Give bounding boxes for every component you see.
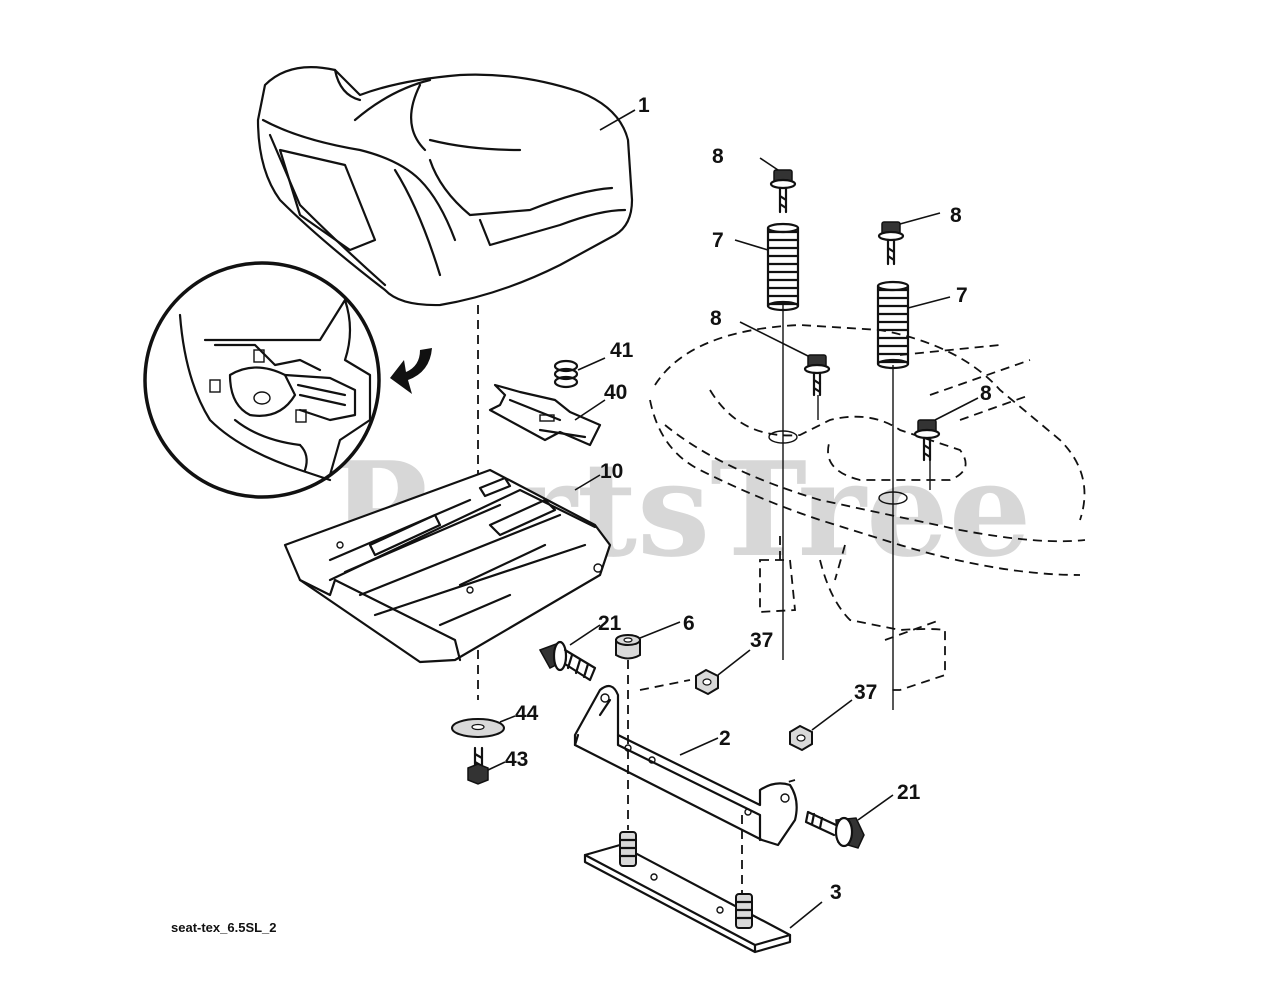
callout-40: 40 [604,381,627,404]
callout-3: 3 [830,881,842,904]
part-43-screw [467,746,489,785]
callout-44: 44 [515,702,539,725]
part-3-plate [583,831,792,954]
detail-view [143,261,381,499]
callout-8: 8 [712,145,724,168]
callout-21: 21 [598,612,622,635]
callout-8: 8 [710,307,722,330]
part-10-seat-pan [283,468,612,664]
part-41-spring [553,359,579,389]
callout-7: 7 [712,229,724,252]
callout-41: 41 [610,339,634,362]
part-44-washer [451,718,505,738]
part-8-bolt-a [769,169,797,214]
part-21-bolt-right [804,810,865,849]
part-40-bracket [488,383,602,447]
seat [256,66,634,307]
callout-8: 8 [950,204,962,227]
callout-37: 37 [854,681,877,704]
callout-7: 7 [956,284,968,307]
callout-37: 37 [750,629,773,652]
part-21-bolt-left [538,640,597,682]
diagram-caption: seat-tex_6.5SL_2 [171,920,277,935]
part-8-bolt-c [803,354,831,397]
callout-10: 10 [600,460,623,483]
part-37-nut-b [789,724,813,752]
frame-outline [649,324,1086,691]
callout-6: 6 [683,612,695,635]
callout-43: 43 [505,748,528,771]
part-8-bolt-b [877,221,905,266]
part-2-bracket [573,684,798,847]
part-8-bolt-d [913,419,941,462]
callout-8: 8 [980,382,992,405]
part-7-spring-a [766,222,800,312]
callout-21: 21 [897,781,921,804]
callout-1: 1 [638,94,650,117]
part-6-bushing [615,634,641,660]
part-37-nut-a [695,668,719,696]
callout-2: 2 [719,727,731,750]
part-7-spring-b [876,280,910,370]
arrow-icon [390,348,432,394]
